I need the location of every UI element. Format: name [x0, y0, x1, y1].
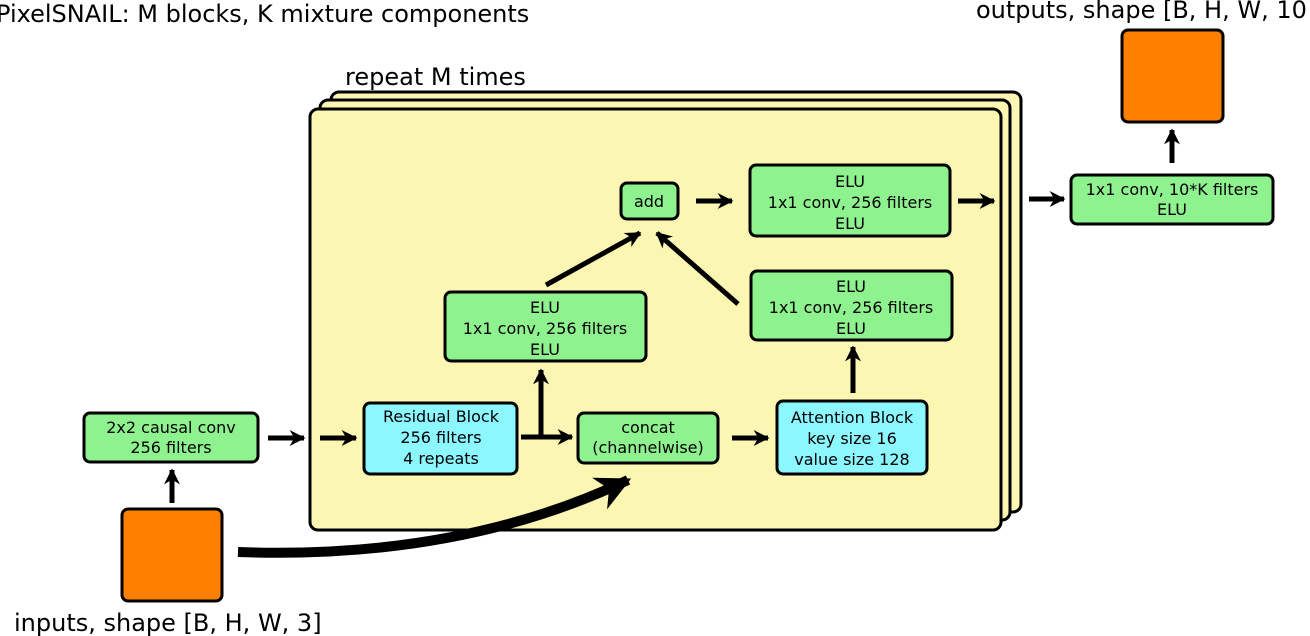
residual-line-2: 256 filters [400, 428, 481, 447]
elu-right-line-3: ELU [836, 319, 866, 338]
diagram-title: PixelSNAIL: M blocks, K mixture componen… [0, 0, 529, 28]
arrow-input-skip-to-concat [237, 475, 632, 558]
final-conv-line-2: ELU [1157, 200, 1187, 219]
residual-line-3: 4 repeats [403, 449, 479, 468]
attention-line-3: value size 128 [794, 450, 909, 469]
concat-line-1: concat [621, 418, 675, 437]
elu-top-box: ELU 1x1 conv, 256 filters ELU [748, 163, 952, 238]
elu-left-box: ELU 1x1 conv, 256 filters ELU [443, 290, 648, 363]
causal-conv-line-1: 2x2 causal conv [106, 418, 236, 437]
arrow-elu-left-to-add [544, 230, 642, 288]
input-tensor-block [120, 507, 224, 603]
final-conv-line-1: 1x1 conv, 10*K filters [1086, 180, 1259, 199]
attention-line-2: key size 16 [807, 429, 897, 448]
elu-right-line-2: 1x1 conv, 256 filters [769, 298, 933, 317]
causal-conv-line-2: 256 filters [130, 438, 211, 457]
arrow-elu-right-to-add [655, 231, 740, 306]
causal-conv-box: 2x2 causal conv 256 filters [82, 411, 260, 464]
elu-top-line-3: ELU [835, 214, 865, 233]
residual-line-1: Residual Block [383, 407, 500, 426]
add-box: add [619, 181, 680, 221]
elu-top-line-2: 1x1 conv, 256 filters [768, 193, 932, 212]
concat-line-2: (channelwise) [592, 438, 704, 457]
elu-right-box: ELU 1x1 conv, 256 filters ELU [749, 269, 954, 342]
outputs-label: outputs, shape [B, H, W, 10 [976, 0, 1307, 24]
output-tensor-block [1120, 28, 1225, 124]
elu-left-line-1: ELU [530, 298, 560, 317]
elu-right-line-1: ELU [836, 277, 866, 296]
elu-left-line-2: 1x1 conv, 256 filters [463, 319, 627, 338]
elu-left-line-3: ELU [530, 340, 560, 359]
elu-top-line-1: ELU [835, 172, 865, 191]
repeat-label: repeat M times [345, 63, 526, 91]
attention-line-1: Attention Block [791, 408, 914, 427]
residual-block-box: Residual Block 256 filters 4 repeats [362, 401, 519, 476]
add-label: add [634, 192, 664, 211]
concat-box: concat (channelwise) [576, 411, 720, 465]
final-conv-box: 1x1 conv, 10*K filters ELU [1069, 173, 1275, 226]
inputs-label: inputs, shape [B, H, W, 3] [14, 609, 322, 636]
attention-block-box: Attention Block key size 16 value size 1… [775, 399, 929, 476]
